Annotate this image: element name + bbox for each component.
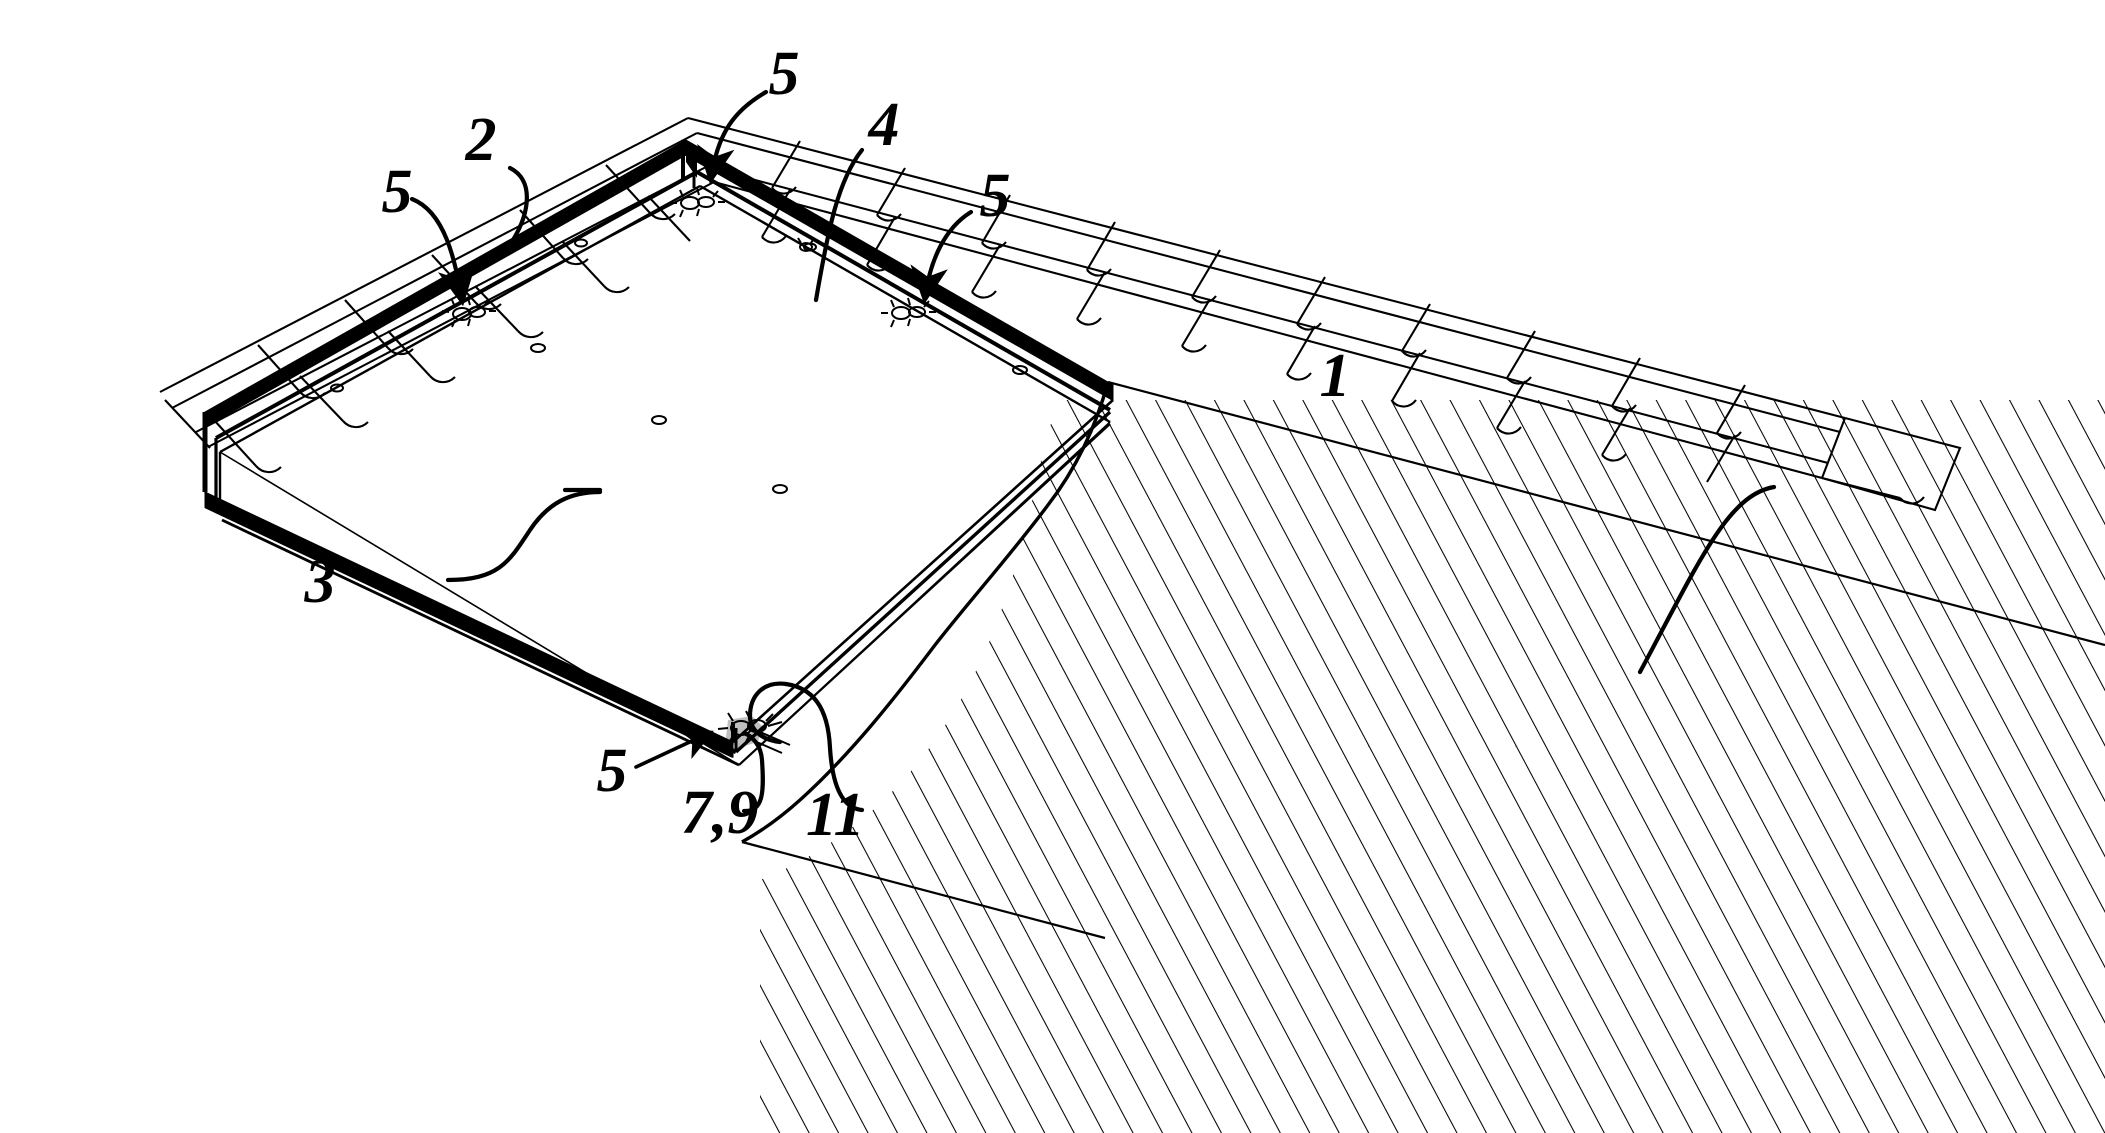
label-5-right: 5 [980,162,1011,230]
leader-11 [747,681,865,813]
clamp-upper-mid [797,237,815,252]
label-1: 1 [1320,342,1351,410]
leader-3 [445,489,603,583]
roof-surface-1 [741,380,2105,1133]
label-5-bottom: 5 [597,737,628,805]
clamp-right [881,297,936,328]
label-4: 4 [868,91,900,159]
leader-2 [507,165,529,243]
clamp-apex [670,187,725,218]
leader-5a [409,196,476,307]
leader-1 [1637,484,1777,675]
roof-assembly: 2 5 5 4 5 1 3 5 7,9 11 [159,40,2105,1133]
leader-5d [634,729,714,769]
leader-79 [741,730,765,814]
label-7-9: 7,9 [681,779,759,847]
leader-5b [697,89,769,185]
label-5-top: 5 [769,40,800,108]
label-11: 11 [806,781,865,849]
leader-4 [813,147,865,303]
leader-lines [409,89,1777,814]
label-2: 2 [465,106,497,174]
reference-numerals: 2 5 5 4 5 1 3 5 7,9 11 [304,40,1351,849]
leader-5c [910,209,974,305]
clamp-left [441,297,496,328]
label-3: 3 [304,548,336,616]
label-5-left: 5 [382,158,413,226]
